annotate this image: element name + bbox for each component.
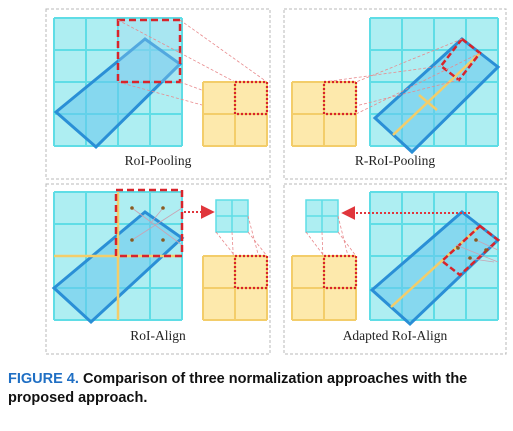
panel-label-adapted-roi-align: Adapted RoI-Align <box>342 328 448 343</box>
panel-label-roi-align: RoI-Align <box>130 328 186 343</box>
panel-adapted-roi-align <box>283 183 507 355</box>
roi-bounding-box <box>116 18 182 84</box>
sample-points <box>130 206 165 242</box>
pooled-output-grid <box>202 80 269 147</box>
panel-roi-align <box>45 183 271 355</box>
caption-text: Comparison of three normalization approa… <box>8 371 468 406</box>
pooled-output-grid <box>291 80 358 147</box>
panel-roi-pooling <box>45 8 271 180</box>
roi-bounding-box <box>114 188 184 258</box>
sample-points <box>456 238 488 260</box>
small-sampling-grid <box>215 199 249 233</box>
pooled-output-grid <box>202 254 269 321</box>
figure-caption: FIGURE 4. Comparison of three normalizat… <box>8 370 508 408</box>
figure-tag: FIGURE 4. <box>8 371 79 387</box>
panel-label-r-roi-pooling: R-RoI-Pooling <box>354 153 436 168</box>
panel-r-roi-pooling <box>283 8 507 180</box>
pooled-output-grid <box>291 254 358 321</box>
rotated-bins <box>392 52 481 136</box>
rotated-bin-highlight <box>440 224 500 277</box>
panel-label-roi-pooling: RoI-Pooling <box>124 153 192 168</box>
small-sampling-grid <box>305 199 339 233</box>
align-bin-lines <box>54 192 182 320</box>
bilinear-sample-lines <box>131 207 183 246</box>
figure-illustration <box>45 8 507 355</box>
rotated-roi <box>53 37 183 150</box>
